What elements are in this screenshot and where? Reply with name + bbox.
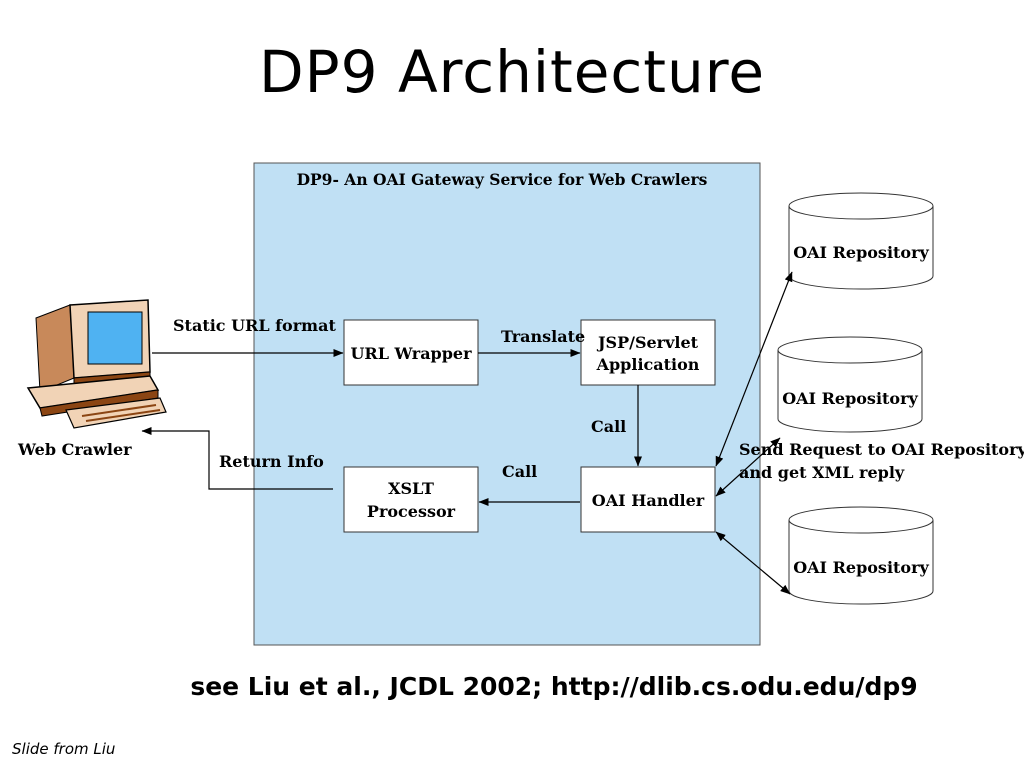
oai-repository-1 bbox=[788, 192, 934, 290]
web-crawler-computer-icon bbox=[26, 299, 167, 429]
label-send-request-line2: and get XML reply bbox=[739, 463, 905, 482]
arrow-handler-repo-2 bbox=[715, 437, 781, 497]
label-translate: Translate bbox=[501, 327, 585, 346]
label-call-down: Call bbox=[591, 417, 626, 436]
xslt-processor-label-line1: XSLT bbox=[388, 479, 434, 498]
web-crawler-label: Web Crawler bbox=[17, 440, 132, 459]
xslt-processor-label-line2: Processor bbox=[367, 502, 456, 521]
label-send-request-line1: Send Request to OAI Repository bbox=[739, 440, 1024, 459]
oai-handler-box bbox=[580, 466, 716, 533]
slide-credit: Slide from Liu bbox=[12, 740, 116, 758]
oai-repository-2-label: OAI Repository bbox=[782, 389, 918, 408]
oai-repository-1-label: OAI Repository bbox=[793, 243, 929, 262]
label-static-url-format: Static URL format bbox=[173, 316, 336, 335]
oai-repository-3-label: OAI Repository bbox=[793, 558, 929, 577]
oai-repository-3 bbox=[788, 506, 934, 605]
label-call-left: Call bbox=[502, 462, 537, 481]
citation: see Liu et al., JCDL 2002; http://dlib.c… bbox=[190, 672, 918, 701]
label-return-info: Return Info bbox=[219, 452, 324, 471]
url-wrapper-box bbox=[343, 319, 479, 386]
slide-title: DP9 Architecture bbox=[258, 38, 766, 106]
jsp-servlet-box bbox=[580, 319, 716, 386]
jsp-servlet-label-line1: JSP/Servlet bbox=[596, 333, 699, 352]
oai-repository-2 bbox=[777, 336, 923, 433]
arrow-handler-repo-3 bbox=[715, 531, 791, 595]
arrow-return-info bbox=[141, 427, 333, 490]
oai-handler-label: OAI Handler bbox=[592, 491, 705, 510]
url-wrapper-label: URL Wrapper bbox=[350, 344, 472, 363]
jsp-servlet-label-line2: Application bbox=[596, 355, 700, 374]
gateway-title: DP9- An OAI Gateway Service for Web Craw… bbox=[297, 170, 708, 189]
xslt-processor-box bbox=[343, 466, 479, 533]
arrow-handler-repo-1 bbox=[715, 271, 793, 467]
gateway-panel bbox=[253, 162, 761, 646]
